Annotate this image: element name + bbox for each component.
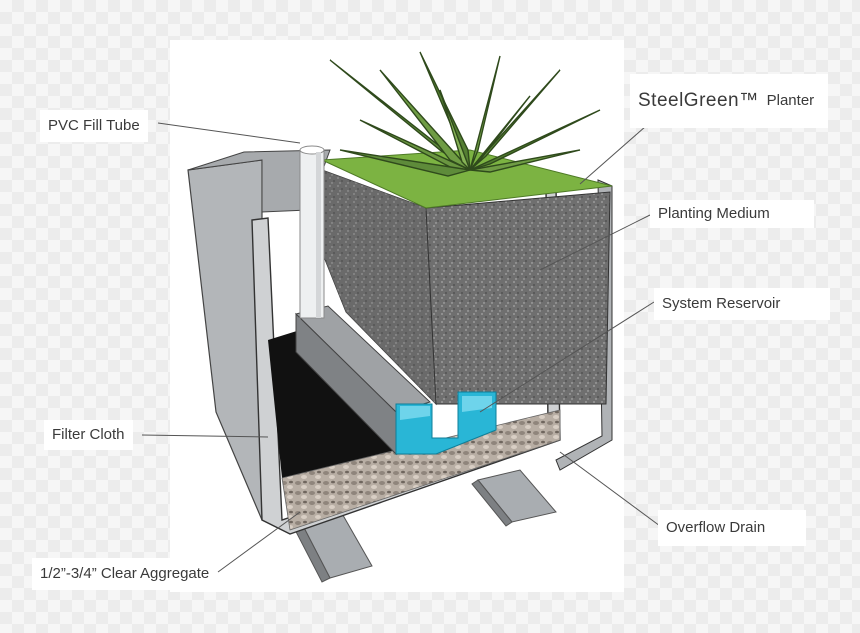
filter-cloth	[268, 330, 420, 478]
pvc-fill-tube	[299, 145, 325, 319]
label-planting-medium: Planting Medium	[650, 200, 814, 228]
leader-planting-medium	[539, 214, 651, 271]
brand-suffix: Planter	[766, 92, 815, 109]
leader-pvc	[157, 122, 301, 144]
label-system-reservoir-text: System Reservoir	[662, 295, 781, 312]
label-pvc-fill-tube-text: PVC Fill Tube	[48, 117, 140, 134]
leader-overflow	[559, 451, 661, 527]
leader-lines	[141, 111, 663, 573]
leader-filter-cloth	[141, 434, 269, 438]
label-overflow-drain-text: Overflow Drain	[666, 519, 766, 536]
label-filter-cloth: Filter Cloth	[44, 420, 133, 450]
water-reservoir	[395, 391, 497, 455]
label-planting-medium-text: Planting Medium	[658, 205, 770, 222]
leader-aggregate	[217, 511, 301, 573]
steel-skid-right	[471, 469, 557, 527]
label-brand: SteelGreen ™ Planter	[630, 74, 828, 128]
label-clear-aggregate: 1/2”-3/4” Clear Aggregate	[32, 558, 218, 590]
label-pvc-fill-tube: PVC Fill Tube	[40, 110, 148, 142]
label-filter-cloth-text: Filter Cloth	[52, 426, 125, 443]
plant-leaves	[329, 51, 601, 177]
label-clear-aggregate-text: 1/2”-3/4” Clear Aggregate	[40, 565, 210, 582]
grass-top	[321, 149, 613, 209]
brand-name: SteelGreen	[638, 90, 740, 111]
label-system-reservoir: System Reservoir	[654, 288, 830, 320]
label-overflow-drain: Overflow Drain	[658, 510, 806, 546]
brand-trademark: ™	[739, 90, 759, 111]
planting-medium	[321, 169, 611, 406]
leader-reservoir	[479, 301, 655, 413]
